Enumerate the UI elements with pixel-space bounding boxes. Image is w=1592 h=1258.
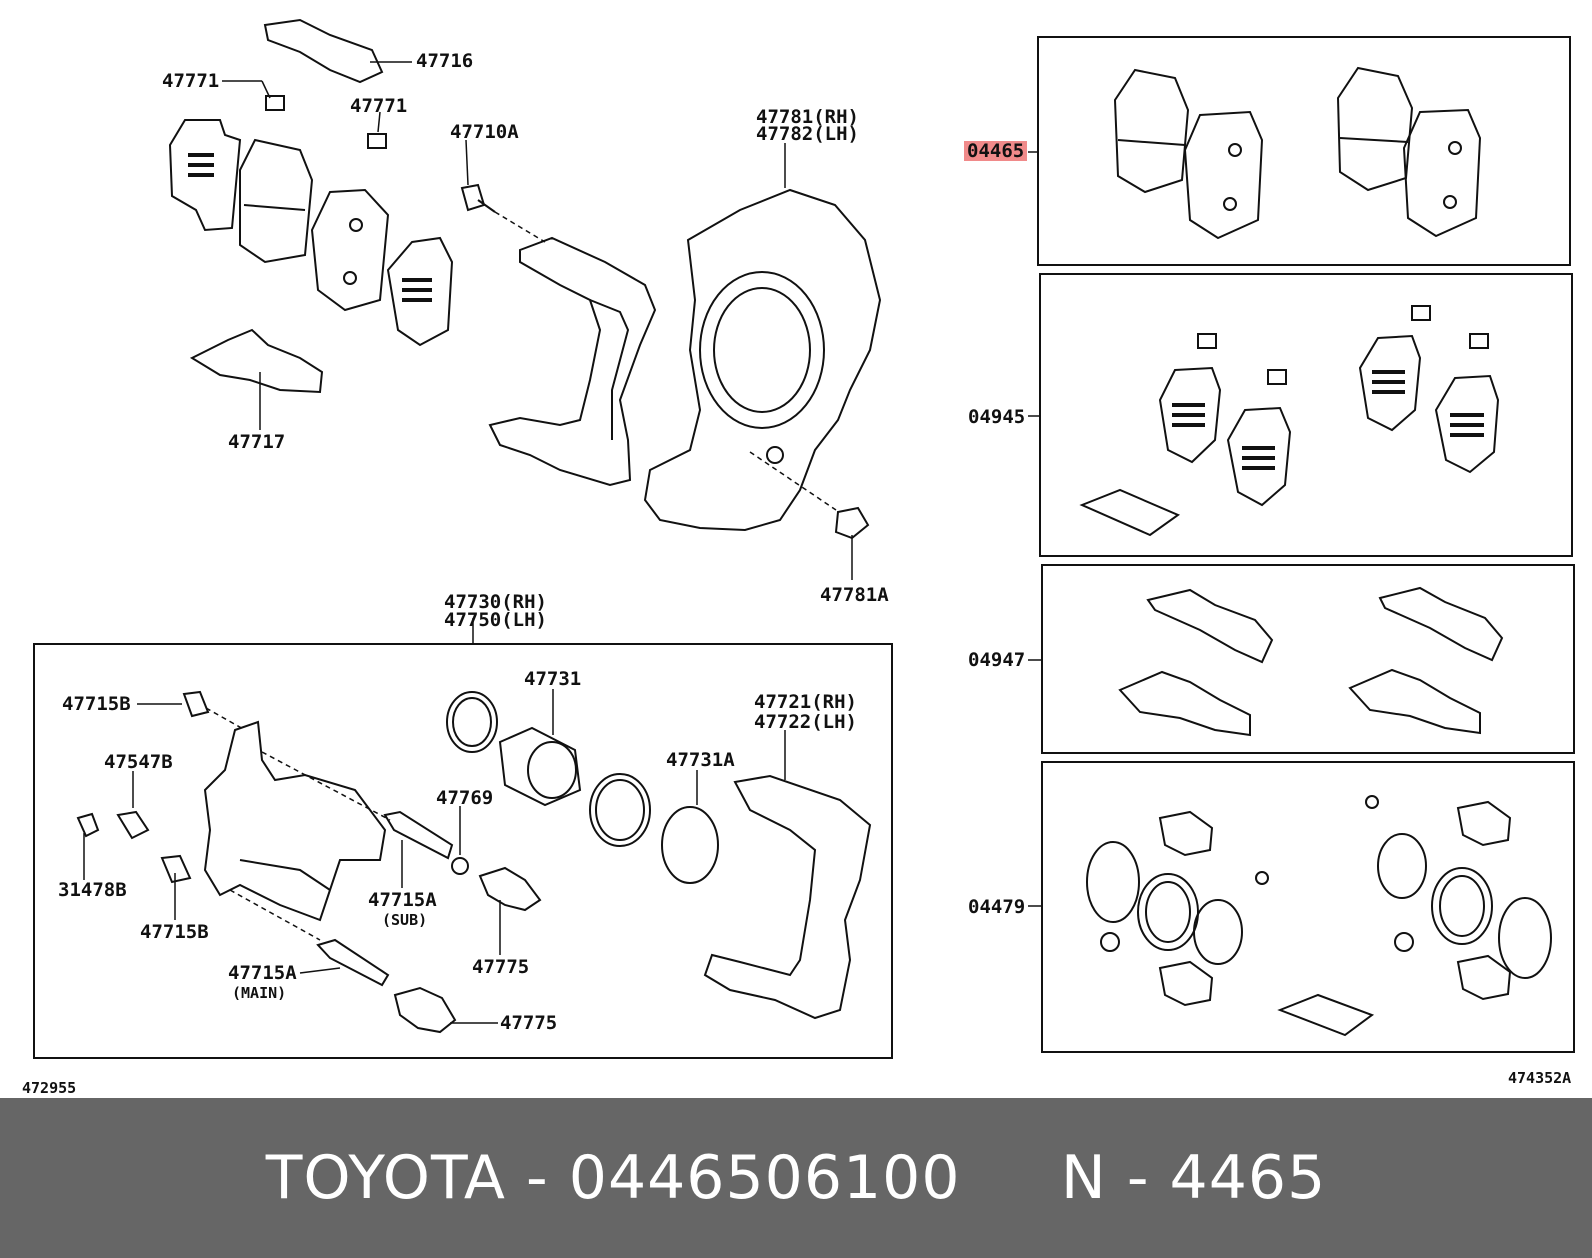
footer-part-number: TOYOTA - 0446506100 N - 4465 xyxy=(265,1143,1327,1213)
label-main: (MAIN) xyxy=(232,984,287,1002)
label-47730: 47730(RH) xyxy=(444,591,547,613)
label-04479: 04479 xyxy=(968,896,1026,918)
bolt-47710A xyxy=(460,183,546,243)
label-47715B-top: 47715B xyxy=(62,693,131,715)
label-47715A-sub: 47715A xyxy=(368,889,437,911)
label-47771-left: 47771 xyxy=(162,70,220,92)
label-47547B: 47547B xyxy=(104,751,173,773)
label-sub: (SUB) xyxy=(382,911,428,929)
leader-lines xyxy=(83,61,1042,1024)
label-47775-lower: 47775 xyxy=(500,1012,558,1034)
label-47769: 47769 xyxy=(436,787,494,809)
label-47722: 47722(LH) xyxy=(754,711,857,733)
mounting-bracket-top xyxy=(488,236,657,487)
label-47782: 47782(LH) xyxy=(756,123,859,145)
label-47731: 47731 xyxy=(524,668,582,690)
bolt-47781A xyxy=(834,506,870,540)
label-47716: 47716 xyxy=(416,50,474,72)
caliper-assembly-box xyxy=(33,643,893,1059)
label-04947: 04947 xyxy=(968,649,1026,671)
kit-04945-parts xyxy=(1079,305,1500,537)
kit-box-04947 xyxy=(1041,564,1575,754)
label-47721: 47721(RH) xyxy=(754,691,857,713)
label-47715A-main: 47715A xyxy=(228,962,297,984)
kit-box-04945 xyxy=(1039,273,1573,557)
label-47771-right: 47771 xyxy=(350,95,408,117)
kit-04479-parts xyxy=(1086,795,1552,1037)
label-47715B-bottom: 47715B xyxy=(140,921,209,943)
caliper-assembly-parts xyxy=(76,690,872,1034)
label-04945: 04945 xyxy=(968,406,1026,428)
brake-pad-group-top-left xyxy=(168,18,454,394)
label-47750: 47750(LH) xyxy=(444,609,547,631)
kit-box-04479 xyxy=(1041,761,1575,1053)
label-47717: 47717 xyxy=(228,431,286,453)
kit-04947-parts xyxy=(1118,586,1504,737)
label-47781A: 47781A xyxy=(820,584,889,606)
kit-box-04465 xyxy=(1037,36,1571,266)
diagram-ref-left: 472955 xyxy=(22,1079,77,1097)
brake-parts-diagram xyxy=(33,18,1575,1059)
label-47775-upper: 47775 xyxy=(472,956,530,978)
label-04465-highlighted[interactable]: 04465 xyxy=(964,141,1028,161)
label-31478B: 31478B xyxy=(58,879,127,901)
disc-dust-shield xyxy=(643,188,882,532)
label-47731A: 47731A xyxy=(666,749,735,771)
diagram-ref-right: 474352A xyxy=(1508,1069,1572,1087)
kit-04465-parts xyxy=(1113,66,1482,240)
label-47710A: 47710A xyxy=(450,121,519,143)
footer-bar: TOYOTA - 0446506100 N - 4465 xyxy=(0,1098,1592,1258)
label-47781: 47781(RH) xyxy=(756,106,859,128)
